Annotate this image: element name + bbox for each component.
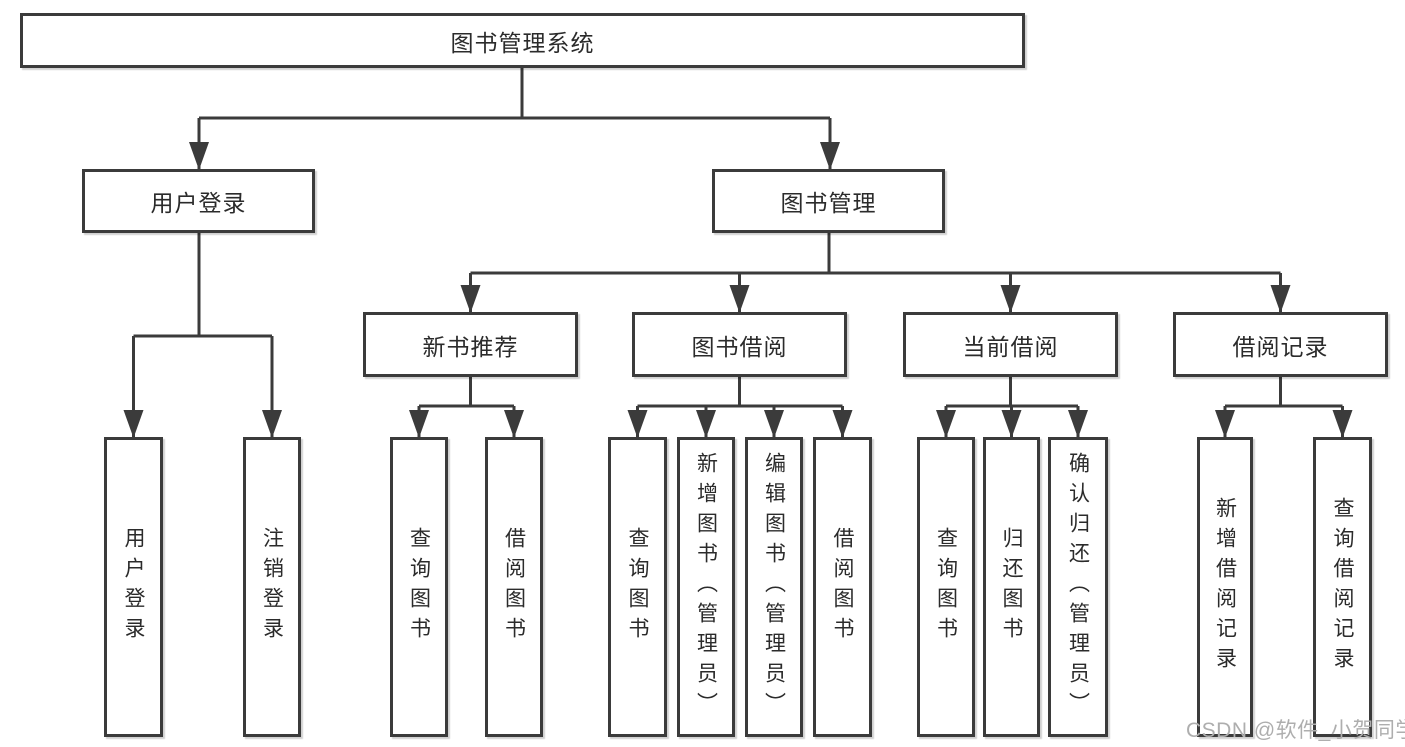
leaf-logout: 注销登录	[243, 437, 301, 737]
leaf-return-books: 归还图书	[983, 437, 1040, 737]
leaf-add-books-admin: 新增图书（管理员）	[677, 437, 735, 737]
leaf-user-login: 用户登录	[104, 437, 163, 737]
node-borrow-records: 借阅记录	[1173, 312, 1388, 377]
node-user-login: 用户登录	[82, 169, 315, 233]
leaf-borrow-books-1: 借阅图书	[485, 437, 543, 737]
leaf-query-books-2: 查询图书	[608, 437, 667, 737]
node-root: 图书管理系统	[20, 13, 1025, 68]
leaf-edit-books-admin: 编辑图书（管理员）	[745, 437, 803, 737]
csdn-watermark: CSDN @软件_小贺同学	[1186, 719, 1405, 742]
node-book-mgmt: 图书管理	[712, 169, 945, 233]
node-new-book-rec: 新书推荐	[363, 312, 578, 377]
leaf-query-books-1: 查询图书	[390, 437, 448, 737]
connector-borrow-records-children	[1215, 377, 1353, 438]
connector-user-login-children	[123, 233, 282, 438]
leaf-add-borrow-record: 新增借阅记录	[1197, 437, 1253, 737]
node-book-borrow: 图书借阅	[632, 312, 847, 377]
connector-book-borrow-children	[627, 377, 853, 438]
node-current-borrow: 当前借阅	[903, 312, 1118, 377]
leaf-query-borrow-record: 查询借阅记录	[1313, 437, 1372, 737]
leaf-query-books-3: 查询图书	[917, 437, 975, 737]
connector-root-to-level2	[189, 67, 840, 170]
leaf-confirm-return-admin: 确认归还（管理员）	[1048, 437, 1108, 737]
leaf-borrow-books-2: 借阅图书	[813, 437, 872, 737]
connector-book-mgmt-to-level3	[460, 233, 1291, 313]
connector-new-book-rec-children	[409, 377, 524, 438]
connector-current-borrow-children	[936, 377, 1088, 438]
